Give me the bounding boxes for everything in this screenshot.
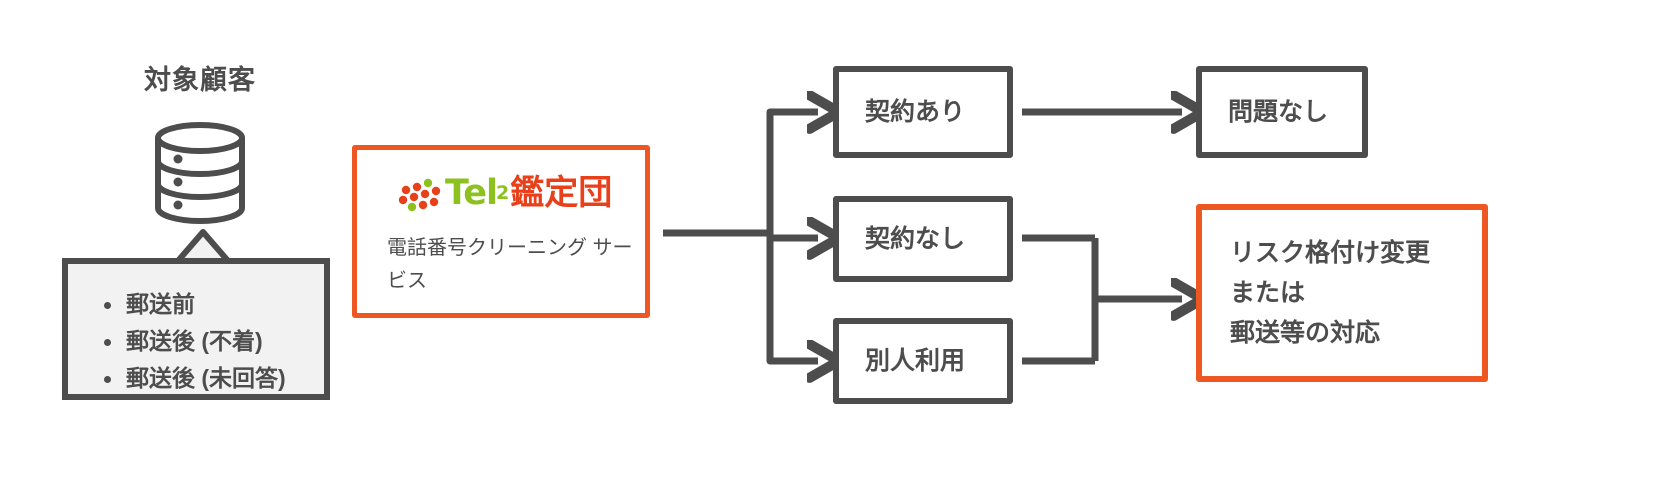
node-risk-action[interactable]: リスク格付け変更 または 郵送等の対応 (1196, 204, 1488, 382)
service-card: Tel 2 鑑定団 電話番号クリーニング サービス (352, 145, 650, 318)
list-item: 郵送後 (未回答) (102, 360, 286, 397)
node-label: リスク格付け変更 または 郵送等の対応 (1230, 239, 1431, 347)
logo-superscript: 2 (495, 181, 510, 204)
logo-wordmark: Tel (445, 172, 498, 213)
node-contract-yes[interactable]: 契約あり (833, 66, 1013, 158)
node-label: 契約なし (865, 225, 966, 253)
list-item: 郵送後 (不着) (102, 323, 286, 360)
node-label: 問題なし (1228, 98, 1329, 126)
node-other-person[interactable]: 別人利用 (833, 318, 1013, 404)
dot-cluster-icon (397, 173, 443, 213)
service-subtitle: 電話番号クリーニング サービス (387, 237, 633, 292)
node-contract-no[interactable]: 契約なし (833, 196, 1013, 282)
node-no-problem[interactable]: 問題なし (1196, 66, 1368, 158)
list-item: 郵送前 (102, 286, 286, 323)
database-icon (140, 118, 260, 228)
service-logo: Tel 2 鑑定団 (397, 172, 612, 214)
logo-kanji: 鑑定団 (510, 174, 613, 212)
node-label: 別人利用 (865, 347, 966, 375)
source-title: 対象顧客 (144, 65, 256, 95)
source-condition-list: 郵送前 郵送後 (不着) 郵送後 (未回答) (68, 264, 286, 397)
node-label: 契約あり (865, 98, 966, 126)
source-callout-box: 郵送前 郵送後 (不着) 郵送後 (未回答) (62, 258, 330, 400)
